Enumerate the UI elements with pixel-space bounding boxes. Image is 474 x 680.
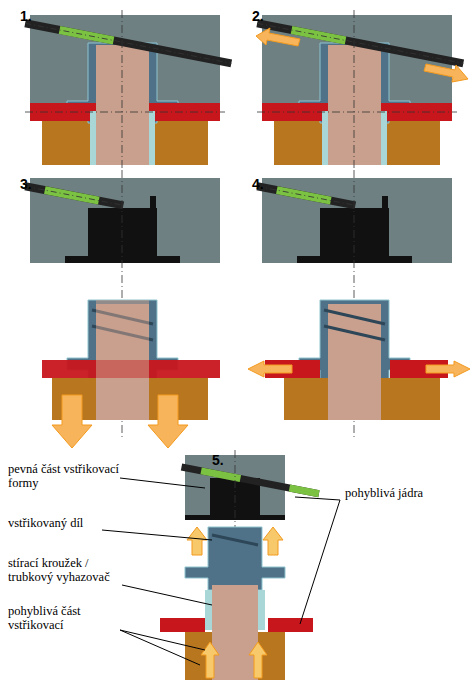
- step-number: 2.: [252, 8, 282, 24]
- part-label: vstřikovaný díl: [8, 516, 108, 530]
- step-number: 5.: [212, 452, 242, 468]
- part-label: pevná část vstřikovací formy: [8, 462, 126, 490]
- step-number: 3.: [20, 176, 50, 192]
- part-label: pohyblivá jádra: [345, 486, 465, 500]
- step-number: 4.: [252, 176, 282, 192]
- step-number: 1.: [20, 8, 50, 24]
- part-label: pohyblivá část vstřikovací: [8, 604, 120, 632]
- part-label: stírací kroužek / trubkový vyhazovač: [8, 556, 126, 584]
